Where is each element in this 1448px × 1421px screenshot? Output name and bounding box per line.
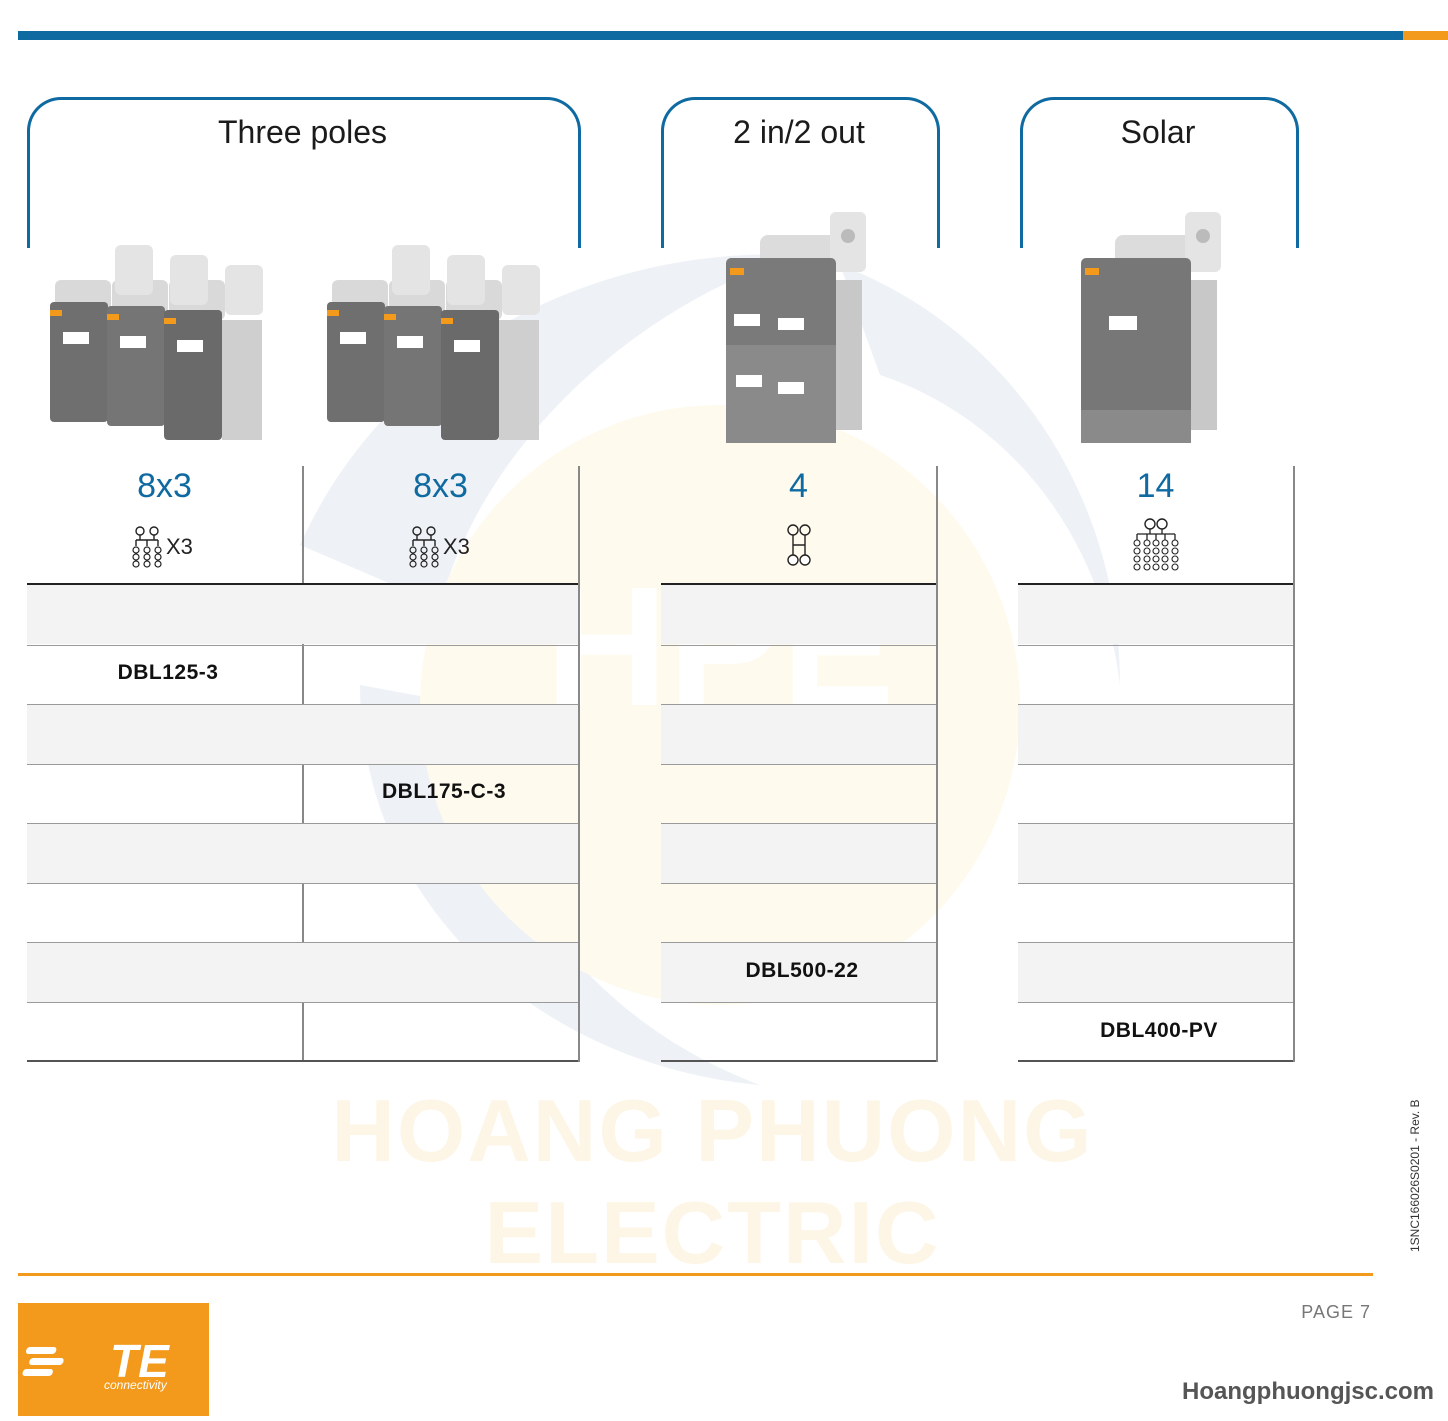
group-bracket-2in2out bbox=[661, 97, 940, 248]
table-row bbox=[27, 704, 578, 764]
connection-diagram-icon bbox=[132, 526, 162, 568]
table-row bbox=[661, 823, 936, 883]
table-row bbox=[661, 882, 936, 943]
model-label-dbl175-c-3: DBL175-C-3 bbox=[381, 780, 507, 803]
product-image-dbl175-c-3 bbox=[327, 245, 540, 440]
table-row bbox=[661, 942, 936, 1002]
te-logo-subtext: connectivity bbox=[104, 1378, 168, 1392]
divider-col-3 bbox=[936, 466, 938, 1062]
table-bottom-rule bbox=[27, 1060, 578, 1062]
product-image-dbl500-22 bbox=[726, 212, 866, 443]
table-row bbox=[661, 644, 936, 705]
connection-symbol: X3 bbox=[409, 526, 529, 568]
product-count: 8x3 bbox=[413, 467, 468, 505]
footer-rule bbox=[18, 1273, 1373, 1276]
page-number: PAGE 7 bbox=[1301, 1302, 1371, 1322]
group-title-solar: Solar bbox=[1120, 114, 1196, 150]
table-top-rule bbox=[661, 583, 936, 585]
table-row bbox=[1018, 942, 1293, 1002]
connection-symbol bbox=[1018, 518, 1293, 578]
connection-diagram-icon bbox=[1132, 518, 1179, 571]
watermark-text: HOANG PHUONG ELECTRIC bbox=[331, 1081, 1094, 1282]
te-connectivity-logo: TE connectivity bbox=[18, 1303, 209, 1416]
header-bar-orange bbox=[1403, 31, 1448, 40]
divider-col-4 bbox=[1293, 466, 1295, 1062]
te-logo-text: TE bbox=[110, 1335, 170, 1387]
table-row bbox=[661, 585, 936, 644]
group-bracket-three-poles bbox=[27, 97, 581, 248]
divider-col-2 bbox=[578, 466, 580, 1062]
connection-diagram-icon bbox=[786, 524, 811, 566]
table-top-rule bbox=[27, 583, 578, 585]
group-title-2in2out: 2 in/2 out bbox=[733, 114, 865, 150]
connection-symbol: X3 bbox=[132, 526, 252, 568]
table-row bbox=[27, 823, 578, 883]
te-logo-mark: TE connectivity bbox=[22, 1335, 170, 1392]
model-label-dbl400-pv: DBL400-PV bbox=[1100, 1019, 1218, 1042]
table-row bbox=[27, 644, 578, 705]
table-row bbox=[661, 1001, 936, 1062]
product-count: 8x3 bbox=[137, 467, 192, 505]
multiplier-label: X3 bbox=[443, 534, 470, 559]
product-image-dbl125-3 bbox=[45, 245, 271, 445]
header-bar-blue bbox=[18, 31, 1403, 40]
product-count: 4 bbox=[789, 467, 808, 505]
table-bottom-rule bbox=[1018, 1060, 1293, 1062]
connection-diagram-icon bbox=[409, 526, 439, 568]
model-label-dbl500-22: DBL500-22 bbox=[745, 959, 859, 982]
table-row bbox=[27, 1001, 578, 1062]
table-row bbox=[1018, 585, 1293, 644]
table-row bbox=[27, 942, 578, 1002]
model-label-dbl125-3: DBL125-3 bbox=[117, 661, 219, 684]
website-link[interactable]: Hoangphuongjsc.com bbox=[1182, 1378, 1434, 1405]
connection-symbol bbox=[661, 524, 936, 572]
table-row bbox=[27, 882, 578, 943]
table-row bbox=[661, 763, 936, 824]
group-bracket-solar bbox=[1020, 97, 1299, 248]
table-row bbox=[1018, 882, 1293, 943]
table-row bbox=[27, 585, 578, 644]
table-row bbox=[27, 763, 578, 824]
table-top-rule bbox=[1018, 583, 1293, 585]
table-row bbox=[661, 704, 936, 764]
table-row bbox=[1018, 763, 1293, 824]
multiplier-label: X3 bbox=[166, 534, 193, 559]
table-row bbox=[1018, 1001, 1293, 1062]
document-reference: 1SNC166026S0201 - Rev. B bbox=[1408, 1099, 1422, 1252]
table-row bbox=[1018, 704, 1293, 764]
group-title-three-poles: Three poles bbox=[218, 114, 387, 150]
table-bottom-rule bbox=[661, 1060, 936, 1062]
product-image-dbl400-pv bbox=[1081, 212, 1221, 443]
product-count: 14 bbox=[1136, 467, 1175, 505]
table-row bbox=[1018, 644, 1293, 705]
table-row bbox=[1018, 823, 1293, 883]
